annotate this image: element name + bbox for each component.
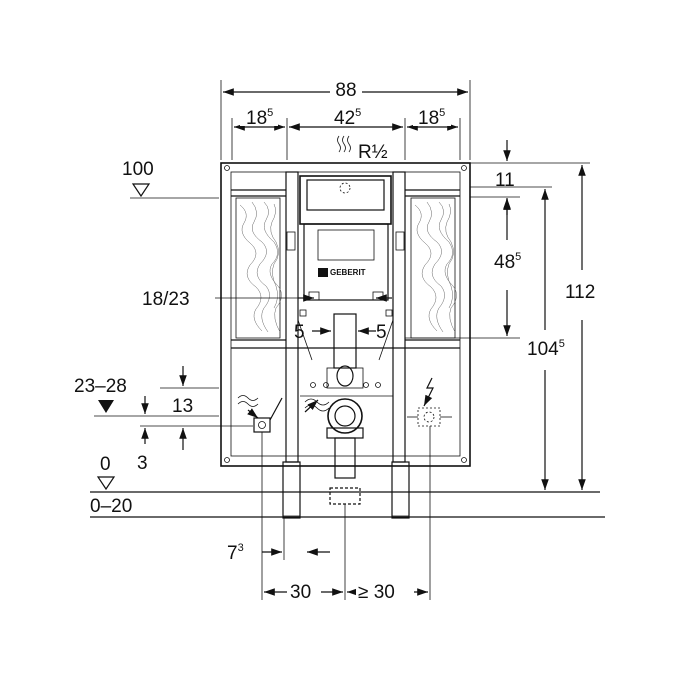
dim-right: 11 485 1045 112 — [405, 140, 595, 490]
lower-fittings — [237, 365, 452, 505]
wood-panel-right — [410, 197, 457, 339]
level-23-28: 23–28 13 3 — [74, 366, 253, 474]
level-0: 0 0–20 — [90, 454, 132, 517]
svg-text:R½: R½ — [358, 142, 388, 163]
thread-label: R½ — [337, 135, 388, 163]
label-ge30: ≥ 30 — [358, 582, 395, 603]
label-5-left: 5 — [294, 322, 305, 343]
label-112: 112 — [565, 282, 595, 303]
frame-outer — [220, 162, 471, 467]
label-18-left: 185 — [246, 107, 273, 129]
label-3: 3 — [137, 453, 148, 474]
svg-text:100: 100 — [122, 159, 154, 180]
svg-text:18/23: 18/23 — [142, 289, 190, 310]
svg-text:0: 0 — [100, 454, 111, 475]
label-7: 73 — [227, 542, 244, 564]
geberit-logo: GEBERIT — [330, 268, 366, 277]
wood-panel-left — [235, 197, 282, 339]
uprights — [282, 171, 410, 519]
label-13: 13 — [172, 396, 193, 417]
svg-text:0–20: 0–20 — [90, 496, 132, 517]
dim-sections: 185 425 185 — [231, 107, 461, 160]
label-30: 30 — [290, 582, 311, 603]
level-100: 100 — [122, 159, 219, 199]
label-48: 485 — [494, 251, 521, 273]
floor-lines — [90, 491, 605, 518]
dim-18-23: 18/23 5 5 — [142, 289, 392, 343]
label-88: 88 — [335, 80, 356, 101]
label-11: 11 — [495, 170, 515, 191]
dim-bottom: 73 30 ≥ 30 — [227, 426, 431, 603]
label-5-right: 5 — [376, 322, 387, 343]
label-18-right: 185 — [418, 107, 445, 129]
label-104: 1045 — [527, 338, 565, 360]
svg-text:23–28: 23–28 — [74, 376, 127, 397]
dim-width-total: 88 — [220, 78, 471, 160]
label-42: 425 — [334, 107, 361, 129]
